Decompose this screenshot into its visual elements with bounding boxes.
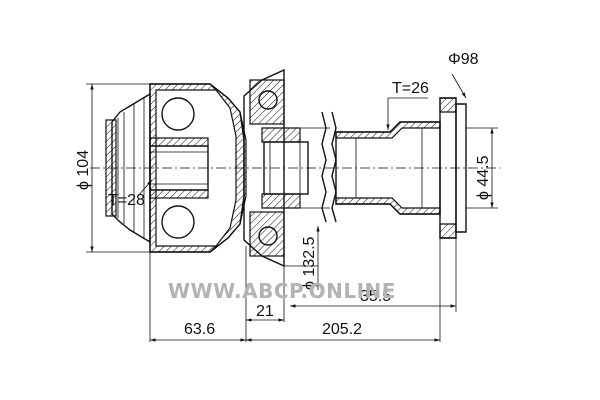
watermark: WWW.ABCP.ONLINE xyxy=(168,279,396,303)
dim-thread-left: T=28 xyxy=(108,192,145,209)
dim-thread-right: T=26 xyxy=(392,80,429,97)
dim-flange-diameter: Φ98 xyxy=(448,51,479,68)
dim-length-21: 21 xyxy=(256,303,274,320)
dim-length-35: 35.5 xyxy=(360,288,391,305)
dim-length-205: 205.2 xyxy=(322,321,362,338)
dim-shaft-diameter: ϕ 44.5 xyxy=(475,155,492,200)
dim-pcd: ϕ 132.5 xyxy=(301,236,318,290)
dim-length-63: 63.6 xyxy=(184,321,215,338)
dim-outer-diameter: ϕ 104 xyxy=(75,150,92,190)
